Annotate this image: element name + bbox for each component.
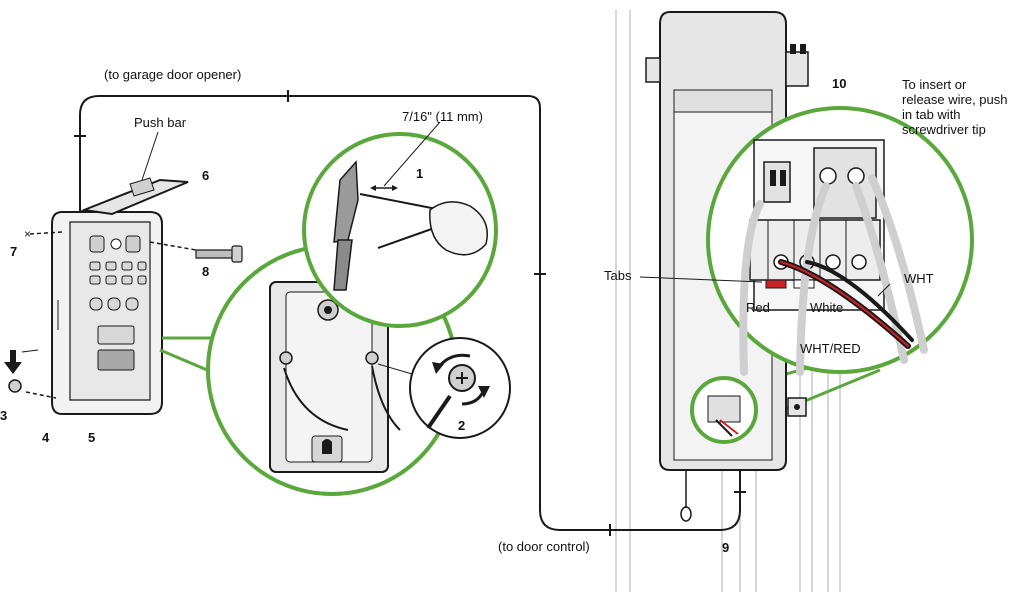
tab-red: [765, 279, 787, 289]
insert-note: To insert or release wire, push in tab w…: [902, 77, 1008, 138]
step-8: 8: [202, 264, 210, 279]
opener-wires: [739, 174, 928, 376]
insert-note-line: release wire, push: [902, 91, 1008, 107]
label-leaders: [141, 121, 891, 297]
callout-tighten: [377, 337, 511, 439]
screw-paths: [25, 231, 197, 399]
callout-terminal: [706, 106, 974, 376]
wire-staples: [74, 90, 746, 536]
screw-head-icon: [8, 379, 22, 393]
wht-label: WHT: [904, 271, 934, 286]
step-6: 6: [202, 168, 210, 183]
insert-note-line: To insert or: [902, 77, 967, 92]
tabs-label: Tabs: [604, 268, 632, 283]
step-5: 5: [88, 430, 96, 445]
svg-text:×: ×: [24, 227, 31, 241]
step-2: 2: [458, 418, 466, 433]
step-1: 1: [416, 166, 424, 181]
wire-size-label: 7/16" (11 mm): [402, 109, 483, 124]
step-9: 9: [722, 540, 730, 555]
bell-wire: [79, 95, 741, 531]
insert-note-line: in tab with: [902, 106, 961, 122]
callout-strip-wire: [302, 132, 498, 328]
pliers-icon: [333, 160, 359, 291]
step-4: 4: [42, 430, 50, 445]
red-label: Red: [746, 300, 770, 315]
door-control-unit: [51, 177, 189, 415]
down-arrow-icon: [4, 349, 39, 374]
step-7: 7: [10, 244, 18, 259]
wht-red-label: WHT/RED: [800, 341, 861, 356]
screwdriver-icon: [426, 394, 452, 430]
to-opener-label: (to garage door opener): [104, 67, 242, 82]
to-control-label: (to door control): [498, 539, 590, 554]
insert-note-line: screwdriver tip: [902, 121, 986, 137]
step-10: 10: [832, 76, 847, 91]
push-bar-label: Push bar: [134, 115, 187, 130]
step-3: 3: [0, 408, 8, 423]
white-label: White: [810, 300, 844, 315]
screw-icon: [195, 245, 243, 263]
